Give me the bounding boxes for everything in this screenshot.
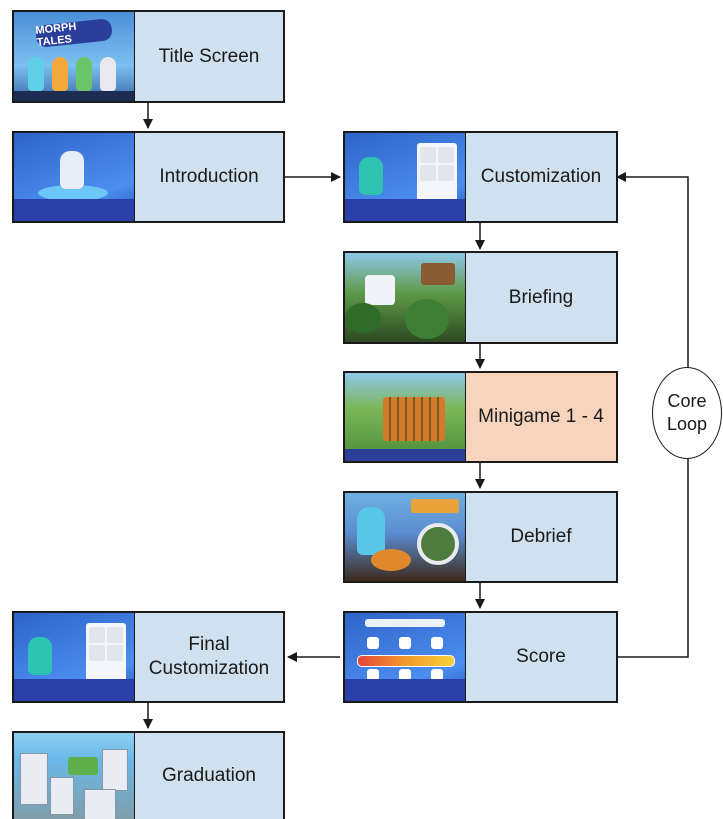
building-icon <box>20 753 48 805</box>
node-label: Final Customization <box>135 613 283 701</box>
dialog-bar <box>14 679 134 701</box>
minigame-thumbnail <box>345 373 466 461</box>
item-slot <box>438 147 454 163</box>
title-screen-thumbnail: MORPH TALES <box>14 12 135 101</box>
leaf-shape <box>405 299 449 339</box>
item-slot <box>107 627 123 643</box>
node-label: Introduction <box>135 133 283 221</box>
item-icon <box>399 669 411 681</box>
building-icon <box>50 777 74 815</box>
node-final-customization: Final Customization <box>12 611 285 703</box>
node-label: Score <box>466 613 616 701</box>
instruction-bar <box>345 449 465 461</box>
building-icon <box>102 749 128 791</box>
score-headline-bar <box>365 619 445 627</box>
platform-shape <box>38 185 108 201</box>
item-icon <box>431 637 443 649</box>
magnifier-icon <box>417 523 459 565</box>
character-icon <box>28 637 52 675</box>
node-title-screen: MORPH TALES Title Screen <box>12 10 285 103</box>
building-icon <box>84 789 116 819</box>
character-icon <box>359 157 383 195</box>
item-icon <box>399 637 411 649</box>
dialog-bar <box>14 199 134 221</box>
character-icon <box>60 151 84 189</box>
node-label: Debrief <box>466 493 616 581</box>
core-loop-label: Core Loop <box>652 367 722 459</box>
final-customization-thumbnail <box>14 613 135 701</box>
robot-cube-icon <box>365 275 395 305</box>
leaf-shape <box>345 303 381 333</box>
character-icon <box>76 57 92 91</box>
item-slot <box>420 165 436 181</box>
node-score: Score <box>343 611 618 703</box>
item-icon <box>431 669 443 681</box>
score-thumbnail <box>345 613 466 701</box>
item-icon <box>367 669 379 681</box>
wooden-sign-icon <box>421 263 455 285</box>
score-meter <box>357 655 455 667</box>
customization-thumbnail <box>345 133 466 221</box>
node-briefing: Briefing <box>343 251 618 344</box>
dialog-bar <box>345 199 465 221</box>
item-slot <box>89 627 105 643</box>
item-panel <box>417 143 457 203</box>
character-icon <box>100 57 116 91</box>
node-customization: Customization <box>343 131 618 223</box>
item-panel <box>86 623 126 683</box>
character-icon <box>52 57 68 91</box>
debrief-thumbnail <box>345 493 466 581</box>
dialog-bar <box>345 679 465 701</box>
node-label: Graduation <box>135 733 283 819</box>
core-loop-line1: Core <box>667 391 707 411</box>
item-slot <box>420 147 436 163</box>
character-icon <box>28 57 44 91</box>
node-label: Briefing <box>466 253 616 342</box>
introduction-thumbnail <box>14 133 135 221</box>
briefing-thumbnail <box>345 253 466 342</box>
character-icon <box>357 507 385 555</box>
node-graduation: Graduation <box>12 731 285 819</box>
graduation-thumbnail <box>14 733 135 819</box>
node-label: Minigame 1 - 4 <box>466 373 616 461</box>
pumpkin-icon <box>371 549 411 571</box>
park-icon <box>68 757 98 775</box>
title-menu-bar <box>14 91 134 101</box>
core-loop-line2: Loop <box>666 414 708 434</box>
item-icon <box>367 637 379 649</box>
node-label: Customization <box>466 133 616 221</box>
banner-icon <box>411 499 459 513</box>
node-label: Title Screen <box>135 12 283 101</box>
crop-field <box>383 397 445 441</box>
node-introduction: Introduction <box>12 131 285 223</box>
node-debrief: Debrief <box>343 491 618 583</box>
node-minigame: Minigame 1 - 4 <box>343 371 618 463</box>
item-slot <box>438 165 454 181</box>
item-slot <box>107 645 123 661</box>
item-slot <box>89 645 105 661</box>
morph-tales-logo: MORPH TALES <box>35 18 113 49</box>
